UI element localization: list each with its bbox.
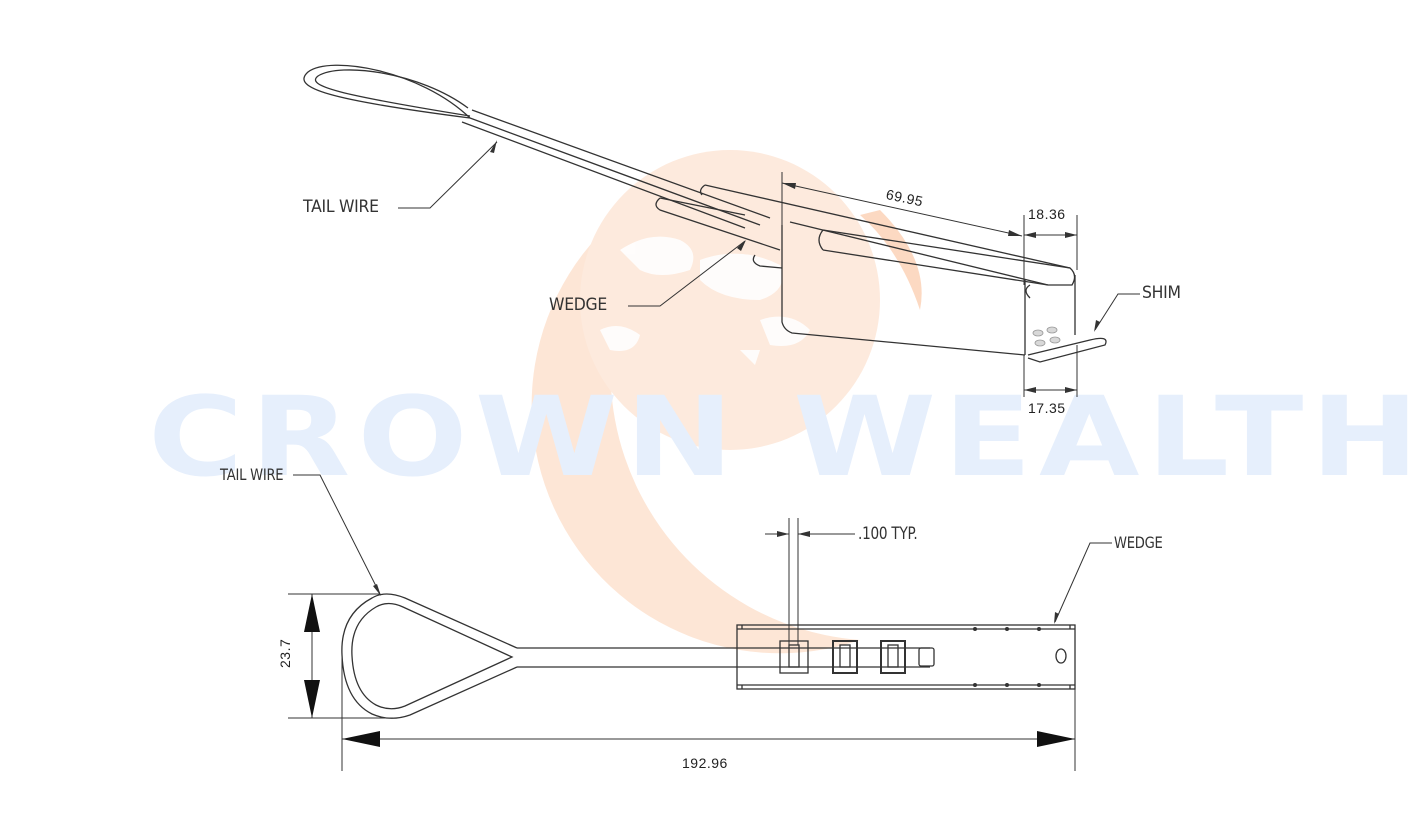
leader-tail-wire-iso [398, 141, 498, 209]
label-wedge-isometric: WEDGE [549, 295, 608, 315]
dimension-line-18-36 [1023, 215, 1078, 285]
dimension-line-192-96 [341, 655, 1076, 771]
label-wedge-top: WEDGE [1114, 533, 1163, 552]
dimension-line-100-typ [765, 518, 855, 645]
dimension-loop-height: 23.7 [277, 638, 293, 668]
dimension-overall-length: 192.96 [682, 755, 728, 771]
leader-wedge-top [1054, 542, 1112, 623]
dimension-line-69-95 [781, 172, 1023, 237]
leader-wedge-iso [628, 240, 746, 307]
label-spacing-note: .100 TYP. [858, 524, 918, 544]
dimension-bottom-width: 17.35 [1028, 400, 1066, 416]
label-tail-wire-isometric: TAIL WIRE [303, 197, 379, 217]
wedge-isometric [655, 184, 1107, 363]
label-shim: SHIM [1142, 283, 1181, 303]
tail-wire-isometric [303, 64, 771, 229]
leader-tail-wire-top [293, 474, 381, 595]
watermark-text: CROWN WEALTH [148, 373, 1419, 501]
leader-shim [1094, 293, 1140, 331]
dimension-top-width: 18.36 [1028, 206, 1066, 222]
wedge-top [736, 624, 1076, 690]
dimension-line-17-35 [1023, 345, 1078, 397]
tail-wire-loop-top [341, 593, 737, 719]
label-tail-wire-top: TAIL WIRE [220, 465, 284, 484]
dimension-line-23-7 [288, 593, 393, 719]
